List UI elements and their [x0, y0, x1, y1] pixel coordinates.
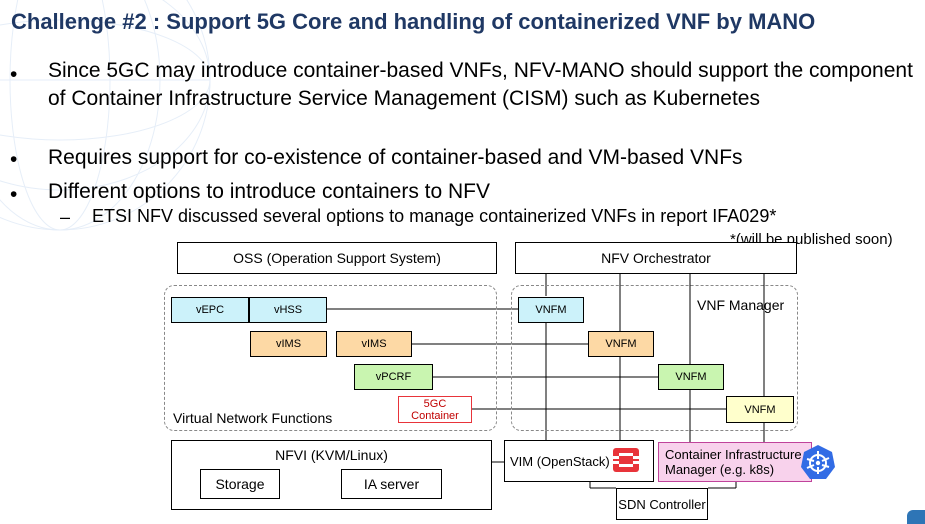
- nfvo-box: NFV Orchestrator: [515, 242, 797, 274]
- vnfm-box-3: VNFM: [658, 364, 724, 390]
- vnf-manager-group: [511, 285, 798, 431]
- vpcrf-box: vPCRF: [354, 364, 433, 390]
- bullet-text-2: Requires support for co-existence of con…: [48, 146, 743, 169]
- storage-box: Storage: [200, 469, 280, 499]
- globe-background: [0, 0, 211, 231]
- vim-label: VIM (OpenStack): [510, 453, 610, 469]
- ia-server-box: IA server: [341, 469, 442, 499]
- bullet-marker: •: [10, 148, 18, 171]
- openstack-icon: [612, 448, 640, 472]
- vnfm-box-4: VNFM: [726, 396, 794, 423]
- oss-box: OSS (Operation Support System): [177, 242, 497, 274]
- nfvi-label: NFVI (KVM/Linux): [275, 447, 388, 463]
- vnfm-box-2: VNFM: [588, 331, 654, 357]
- page-title: Challenge #2 : Support 5G Core and handl…: [11, 9, 816, 34]
- sub-bullet-text: ETSI NFV discussed several options to ma…: [92, 206, 777, 226]
- bullet-marker: •: [10, 63, 18, 86]
- vims-box-2: vIMS: [336, 331, 412, 357]
- vhss-box: vHSS: [249, 297, 327, 323]
- kubernetes-icon: [801, 445, 835, 479]
- bullet-text-1: Since 5GC may introduce container-based …: [48, 59, 913, 110]
- vim-box: VIM (OpenStack): [504, 440, 654, 482]
- vnf-group: [164, 285, 497, 431]
- bullet-marker: •: [10, 183, 18, 206]
- corner-accent: [907, 510, 925, 524]
- vnf-manager-label: VNF Manager: [697, 297, 785, 313]
- cism-box: Container Infrastructure Manager (e.g. k…: [658, 442, 812, 482]
- vims-box-1: vIMS: [250, 331, 327, 357]
- vnf-group-label: Virtual Network Functions: [173, 410, 333, 426]
- sub-bullet-marker: –: [60, 207, 71, 227]
- sdn-controller-box: SDN Controller: [616, 488, 708, 520]
- bullet-text-3: Different options to introduce container…: [48, 180, 491, 203]
- vnfm-box-1: VNFM: [518, 297, 584, 323]
- 5gc-container-box: 5GC Container: [398, 396, 472, 423]
- vepc-box: vEPC: [171, 297, 249, 323]
